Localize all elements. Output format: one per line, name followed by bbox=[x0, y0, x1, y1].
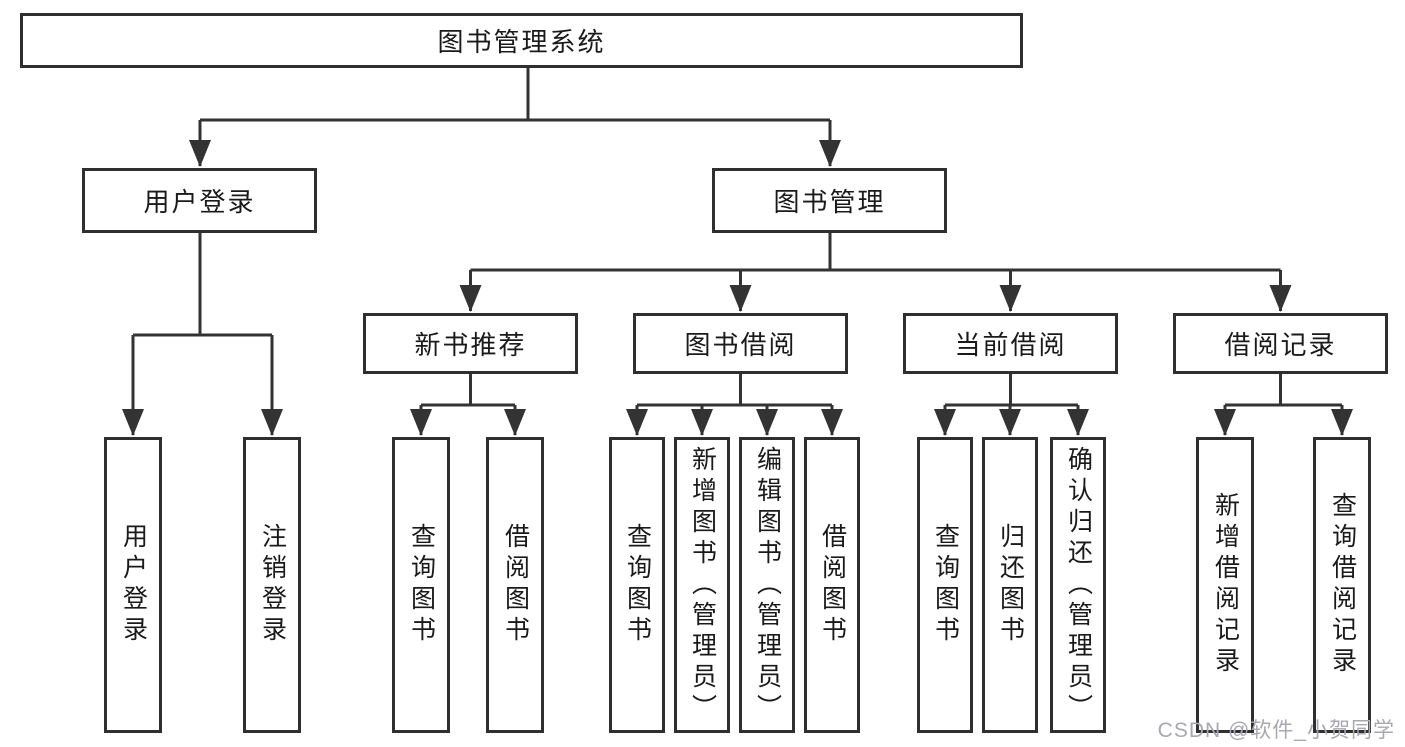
leaf-borrow-books-recommend: 借阅图书 bbox=[486, 437, 544, 733]
leaf-confirm-return-admin: 确认归还（管理员） bbox=[1050, 437, 1106, 733]
leaf-query-books-borrow: 查询图书 bbox=[609, 437, 665, 733]
node-new-book-recommend: 新书推荐 bbox=[363, 313, 578, 374]
node-book-borrow: 图书借阅 bbox=[633, 313, 848, 374]
node-root-system: 图书管理系统 bbox=[20, 13, 1023, 68]
node-book-management-branch: 图书管理 bbox=[712, 168, 947, 233]
leaf-return-books: 归还图书 bbox=[982, 437, 1038, 733]
node-current-borrow: 当前借阅 bbox=[903, 313, 1118, 374]
leaf-query-borrow-record: 查询借阅记录 bbox=[1313, 437, 1371, 733]
leaf-edit-books-admin: 编辑图书（管理员） bbox=[739, 437, 795, 733]
leaf-query-books-recommend: 查询图书 bbox=[392, 437, 450, 733]
leaf-user-login: 用户登录 bbox=[104, 437, 162, 733]
leaf-logout-login: 注销登录 bbox=[243, 437, 301, 733]
leaf-borrow-books: 借阅图书 bbox=[804, 437, 860, 733]
node-borrow-records: 借阅记录 bbox=[1173, 313, 1388, 374]
leaf-add-books-admin: 新增图书（管理员） bbox=[674, 437, 730, 733]
leaf-query-books-current: 查询图书 bbox=[917, 437, 973, 733]
node-user-login-branch: 用户登录 bbox=[82, 168, 317, 233]
csdn-watermark: CSDN @软件_小贺同学 bbox=[1157, 719, 1395, 742]
leaf-add-borrow-record: 新增借阅记录 bbox=[1196, 437, 1254, 733]
